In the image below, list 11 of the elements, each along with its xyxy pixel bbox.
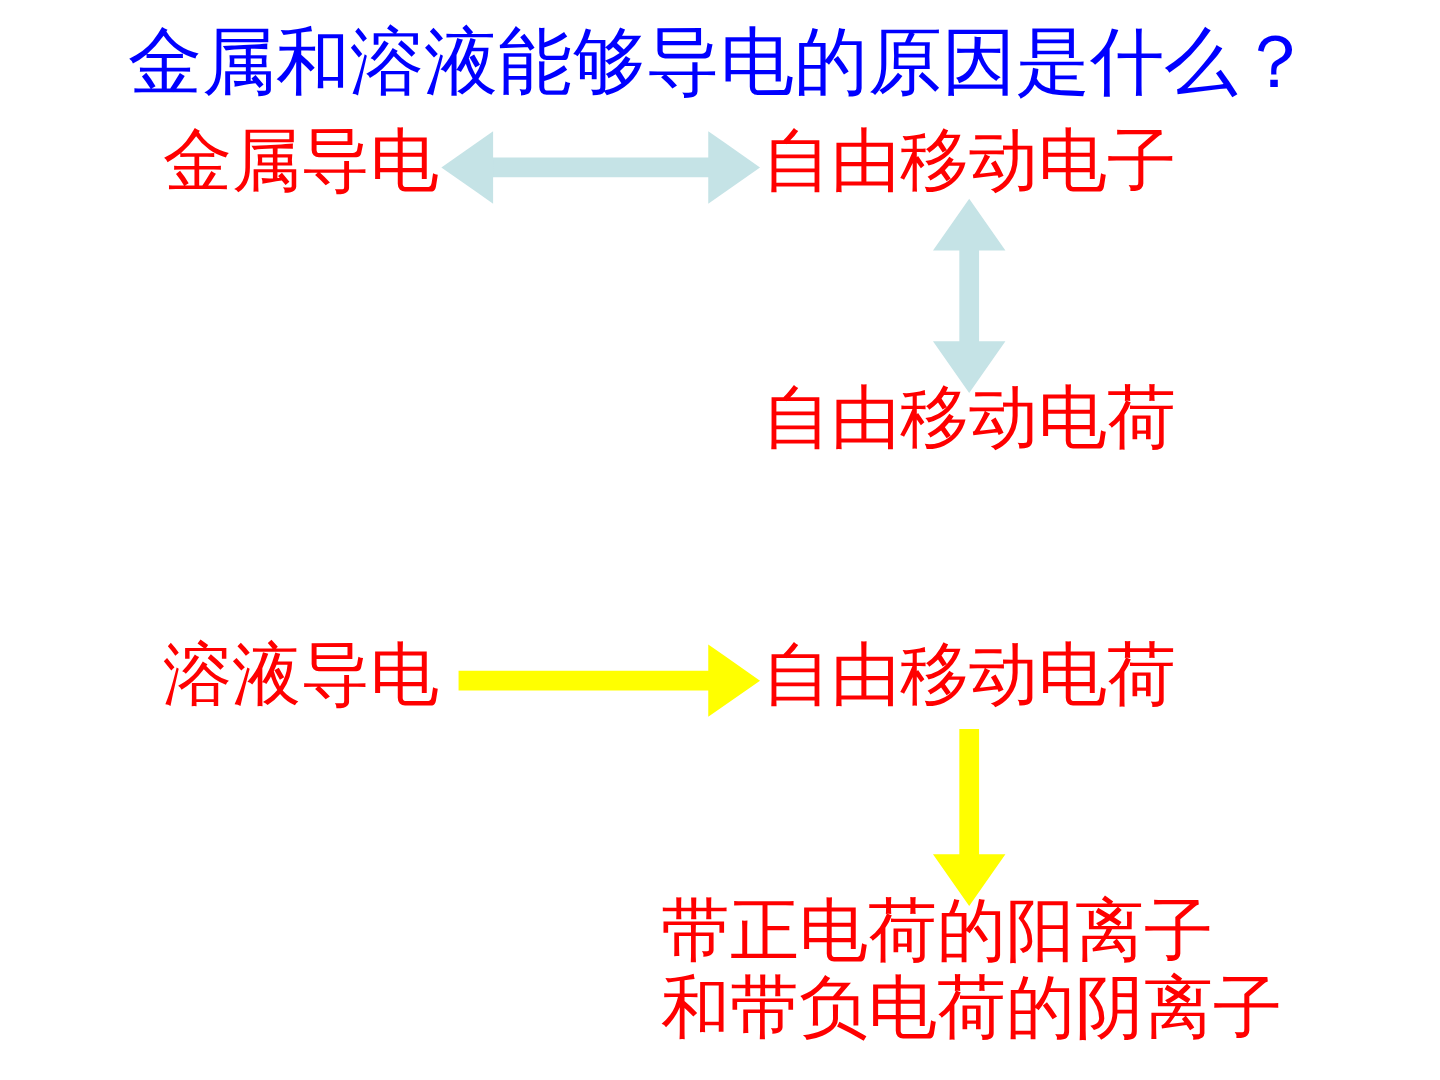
- node-text: 带正电荷的阳离子和带负电荷的阴离子: [660, 890, 1282, 1047]
- node-text: 金属导电: [162, 120, 439, 201]
- arrow: [932, 198, 1006, 393]
- node-text: 自由移动电荷: [762, 377, 1177, 458]
- node-text: 自由移动电荷: [762, 633, 1177, 714]
- node-text: 溶液导电: [162, 633, 439, 714]
- arrow: [932, 729, 1006, 906]
- diagram-title: 金属和溶液能够导电的原因是什么？: [128, 18, 1312, 105]
- node-text: 自由移动电子: [762, 120, 1177, 201]
- arrow: [458, 644, 760, 717]
- arrow: [441, 131, 760, 204]
